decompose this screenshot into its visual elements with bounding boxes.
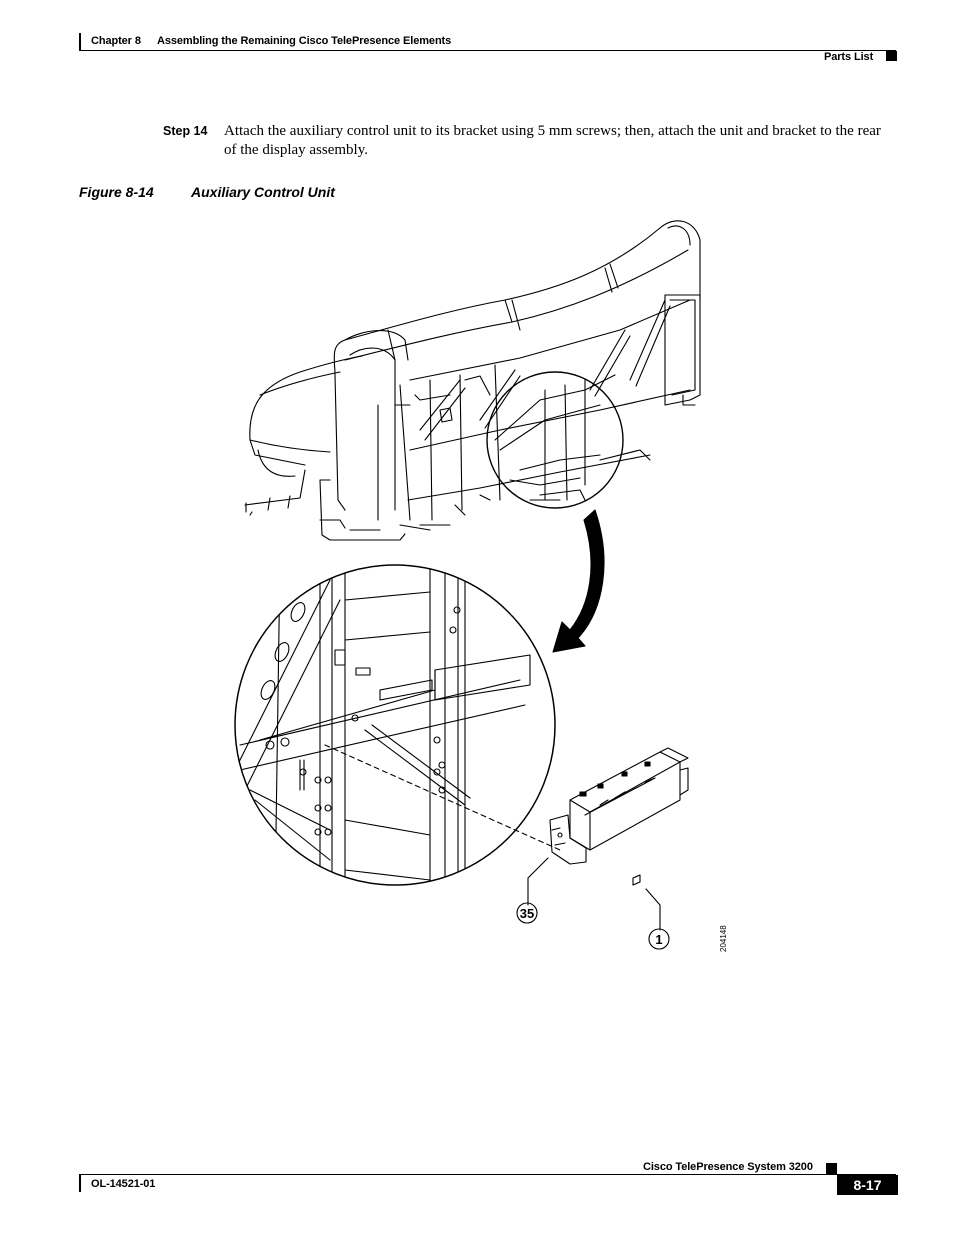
- header-chapter: Chapter 8: [91, 35, 141, 47]
- auxiliary-control-unit: [549, 747, 689, 886]
- header-left-bar: [79, 33, 81, 51]
- figure-title: Auxiliary Control Unit: [191, 184, 335, 200]
- figure-art-id: 204148: [719, 925, 728, 952]
- header-section: Parts List: [824, 51, 874, 63]
- display-assembly-drawing: [244, 220, 701, 541]
- figure-number: Figure 8-14: [79, 184, 154, 200]
- footer-left-bar: [79, 1174, 81, 1192]
- header-chapter-title: Assembling the Remaining Cisco TelePrese…: [157, 35, 452, 47]
- detail-zoom-view: [234, 564, 561, 886]
- footer-marker: [826, 1163, 837, 1175]
- header-rule: [79, 50, 896, 51]
- footer-doc-number: OL-14521-01: [91, 1178, 156, 1190]
- step-label: Step 14: [163, 124, 208, 138]
- callout-bracket-label: 35: [520, 906, 534, 921]
- callout-circle-bracket: [516, 902, 538, 924]
- callout-leaders: [527, 857, 661, 931]
- page-number: 8-17: [837, 1175, 898, 1195]
- zoom-arrow: [552, 509, 605, 653]
- footer-rule: [79, 1174, 896, 1175]
- callout-circle-screw: [648, 928, 670, 950]
- footer-product: Cisco TelePresence System 3200: [643, 1161, 813, 1173]
- header-section-marker: [886, 51, 897, 61]
- callout-screw-label: 1: [655, 932, 662, 947]
- step-text: Attach the auxiliary control unit to its…: [224, 123, 881, 158]
- auxiliary-control-unit-illustration: 35 1 204148: [234, 220, 728, 952]
